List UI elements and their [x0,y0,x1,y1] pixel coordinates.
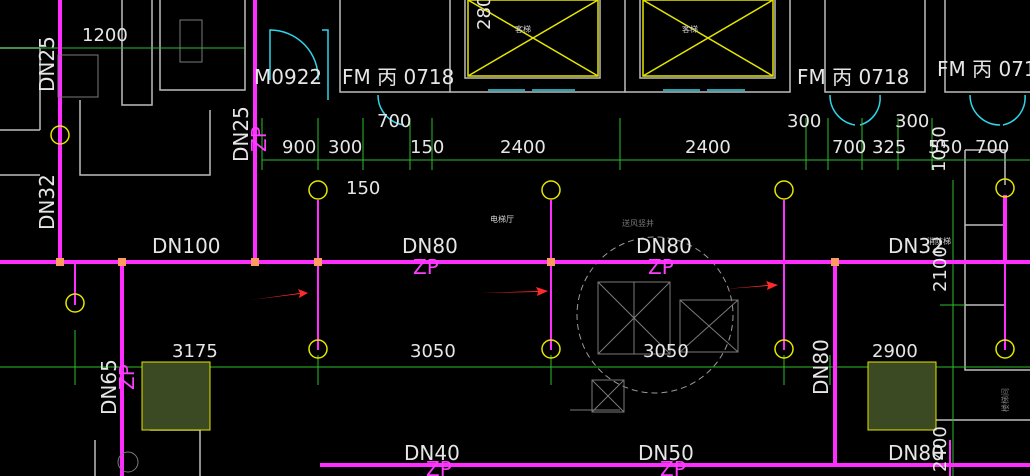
pipe-label: DN65 [97,359,121,415]
dim-700: 700 [832,137,866,158]
dim-1200: 1200 [82,25,128,46]
dim-900: 900 [282,137,316,158]
dim-300: 300 [895,111,929,132]
zp-label: ZP [247,126,271,152]
equipment-block-left [141,361,211,431]
pipe-label: DN100 [152,234,221,258]
sprinkler-head [50,125,70,145]
sprinkler-head [308,339,328,359]
dim-700: 700 [975,137,1009,158]
flow-arrow [250,289,308,300]
dim-300: 300 [328,137,362,158]
dim-2400: 2400 [685,137,731,158]
flow-arrow [480,287,548,296]
sprinkler-heads [50,125,1015,359]
room-label-fan: 送风竖井 [622,218,654,228]
dim-150: 150 [346,178,380,199]
dim-550: 550 [928,137,962,158]
sprinkler-head [995,178,1015,198]
sprinkler-head [774,339,794,359]
elevator-shaft-marks [467,0,774,91]
pipe-label: DN25 [35,36,59,92]
dim-3050: 3050 [410,341,456,362]
dim-2400: 2400 [930,426,951,472]
dim-700: 700 [377,111,411,132]
sprinkler-head [995,339,1015,359]
sprinkler-head [541,180,561,200]
pipe-label: DN32 [35,174,59,230]
pipe-label: DN80 [888,441,944,465]
pipe-label: DN80 [809,339,833,395]
room-label-shaft: 客梯 [682,24,698,34]
door-label: FM 丙 0718 [797,65,909,89]
dim-2800: 2800 [474,0,495,30]
pipe-label: DN32 [888,234,944,258]
sprinkler-head [308,180,328,200]
pipe-label: DN80 [636,234,692,258]
door-label: FM 丙 0718 [937,57,1030,81]
door-swings [269,29,1026,126]
pipe-label: DN50 [638,441,694,465]
pipe-code-labels: ZP ZP ZP ZP ZP ZP [115,126,686,476]
sprinkler-head [65,293,85,313]
room-labels: 电梯厅 客梯 客梯 消防梯 送风竖井 楼梯间 [490,24,1010,412]
sprinkler-head [541,339,561,359]
door-label: M0922 [254,65,322,89]
fan-equipment [570,236,739,413]
zp-label: ZP [426,457,452,476]
flow-arrow [725,281,778,290]
pipe-label: DN25 [229,106,253,162]
dim-300: 300 [787,111,821,132]
dim-3050: 3050 [643,341,689,362]
room-label-shaft: 客梯 [515,24,531,34]
zp-label: ZP [115,364,139,390]
dim-2900: 2900 [872,341,918,362]
dim-325: 325 [872,137,906,158]
zp-label: ZP [660,457,686,476]
equipment-block-right [867,361,937,431]
dim-1050: 1050 [929,126,950,172]
room-label: 消防梯 [927,236,951,246]
flow-arrows [250,281,778,300]
door-label: FM 丙 0718 [342,65,454,89]
zp-label: ZP [648,255,674,279]
sprinkler-head [774,180,794,200]
room-label-stair: 楼梯间 [1000,388,1010,412]
pipe-size-labels: DN100 DN80 DN80 DN32 DN25 DN25 DN32 DN65… [35,36,944,465]
room-label-elevator-hall: 电梯厅 [490,214,514,224]
dim-3175: 3175 [172,341,218,362]
equipment-blocks [57,19,937,473]
pipe-label: DN80 [402,234,458,258]
dim-2100: 2100 [930,246,951,292]
pipe-label: DN40 [404,441,460,465]
door-labels: M0922 FM 丙 0718 FM 丙 0718 FM 丙 0718 [254,57,1030,89]
dim-2400: 2400 [500,137,546,158]
dimension-labels: 1200 900 300 150 2400 2400 300 700 700 3… [82,0,1009,472]
dim-150: 150 [410,137,444,158]
zp-label: ZP [413,255,439,279]
